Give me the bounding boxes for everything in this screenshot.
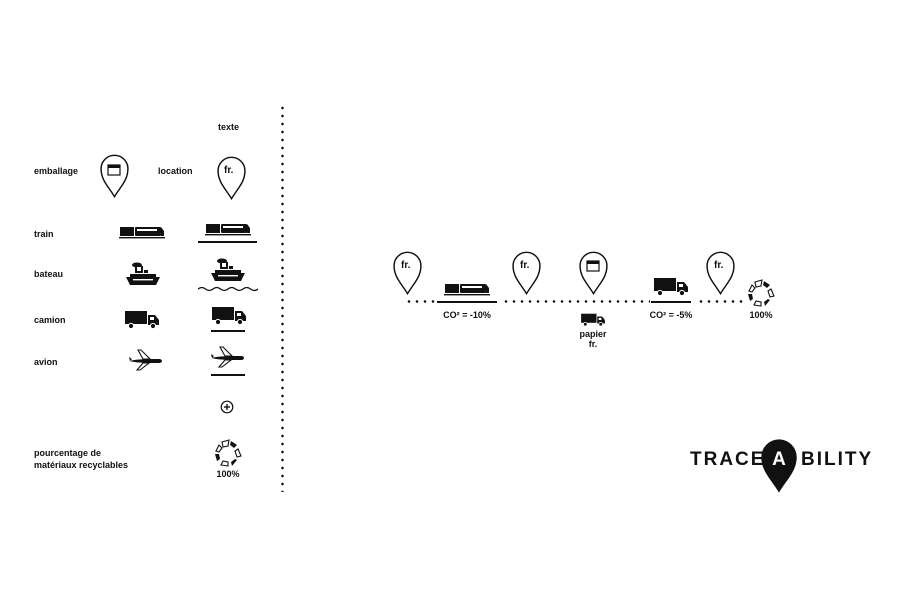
recycle-icon	[213, 438, 243, 468]
packaging-flow-pin-icon	[578, 250, 609, 296]
ship-icon-alt	[210, 258, 246, 284]
location-pin-icon	[216, 155, 247, 201]
origin-pin-icon	[392, 250, 423, 296]
recycle-percent-legend: 100%	[216, 469, 240, 479]
train-label: train	[34, 229, 54, 239]
logo-text-right: BILITY	[801, 449, 874, 470]
logo-pin-letter: A	[772, 449, 786, 470]
flow-truck-icon	[653, 277, 689, 297]
packaging-pin-icon	[99, 153, 130, 199]
dotted-path-1	[405, 300, 437, 303]
train-icon	[119, 225, 165, 239]
flow-package-box-icon	[586, 260, 600, 272]
recycle-label-line2: matériaux recyclables	[34, 460, 129, 470]
flow-train-icon	[444, 282, 490, 296]
location-pin-text: fr.	[224, 165, 234, 176]
ship-icon	[125, 262, 161, 288]
waves-icon	[198, 286, 258, 292]
co2-truck-label: CO² = -5%	[649, 310, 693, 320]
plus-circle-icon	[220, 400, 234, 414]
truck-route-line	[651, 301, 691, 303]
location-label: location	[158, 166, 193, 176]
paper-label-line2: fr.	[588, 339, 598, 349]
dotted-path-3	[697, 300, 743, 303]
plane-icon-alt	[210, 346, 246, 370]
origin-pin-text: fr.	[401, 260, 411, 271]
train-icon-alt	[205, 222, 251, 236]
paper-label-line1: papier	[579, 329, 607, 339]
vertical-divider	[281, 104, 284, 492]
logo-text-left: TRACE	[690, 449, 766, 470]
flow-recycle-percent: 100%	[749, 310, 773, 320]
transit-pin-icon	[511, 250, 542, 296]
logo-pin-icon	[761, 439, 797, 493]
dotted-path-2	[502, 300, 650, 303]
emballage-label: emballage	[34, 166, 79, 176]
paper-truck-icon	[580, 313, 606, 327]
recycle-label-line1: pourcentage de	[34, 448, 102, 458]
avion-label: avion	[34, 357, 58, 367]
flow-recycle-icon	[746, 278, 776, 308]
truck-icon-alt	[211, 306, 247, 326]
truck-icon	[124, 310, 160, 330]
plane-icon	[128, 349, 164, 373]
package-box-icon	[107, 164, 121, 176]
co2-train-label: CO² = -10%	[443, 310, 491, 320]
destination-pin-text: fr.	[714, 260, 724, 271]
bateau-label: bateau	[34, 269, 64, 279]
texte-label: texte	[218, 122, 240, 132]
destination-pin-icon	[705, 250, 736, 296]
transit-pin-text: fr.	[520, 260, 530, 271]
train-route-line	[437, 301, 497, 303]
plane-underline	[211, 374, 245, 376]
truck-underline	[211, 330, 245, 332]
camion-label: camion	[34, 315, 66, 325]
train-underline	[198, 241, 257, 243]
